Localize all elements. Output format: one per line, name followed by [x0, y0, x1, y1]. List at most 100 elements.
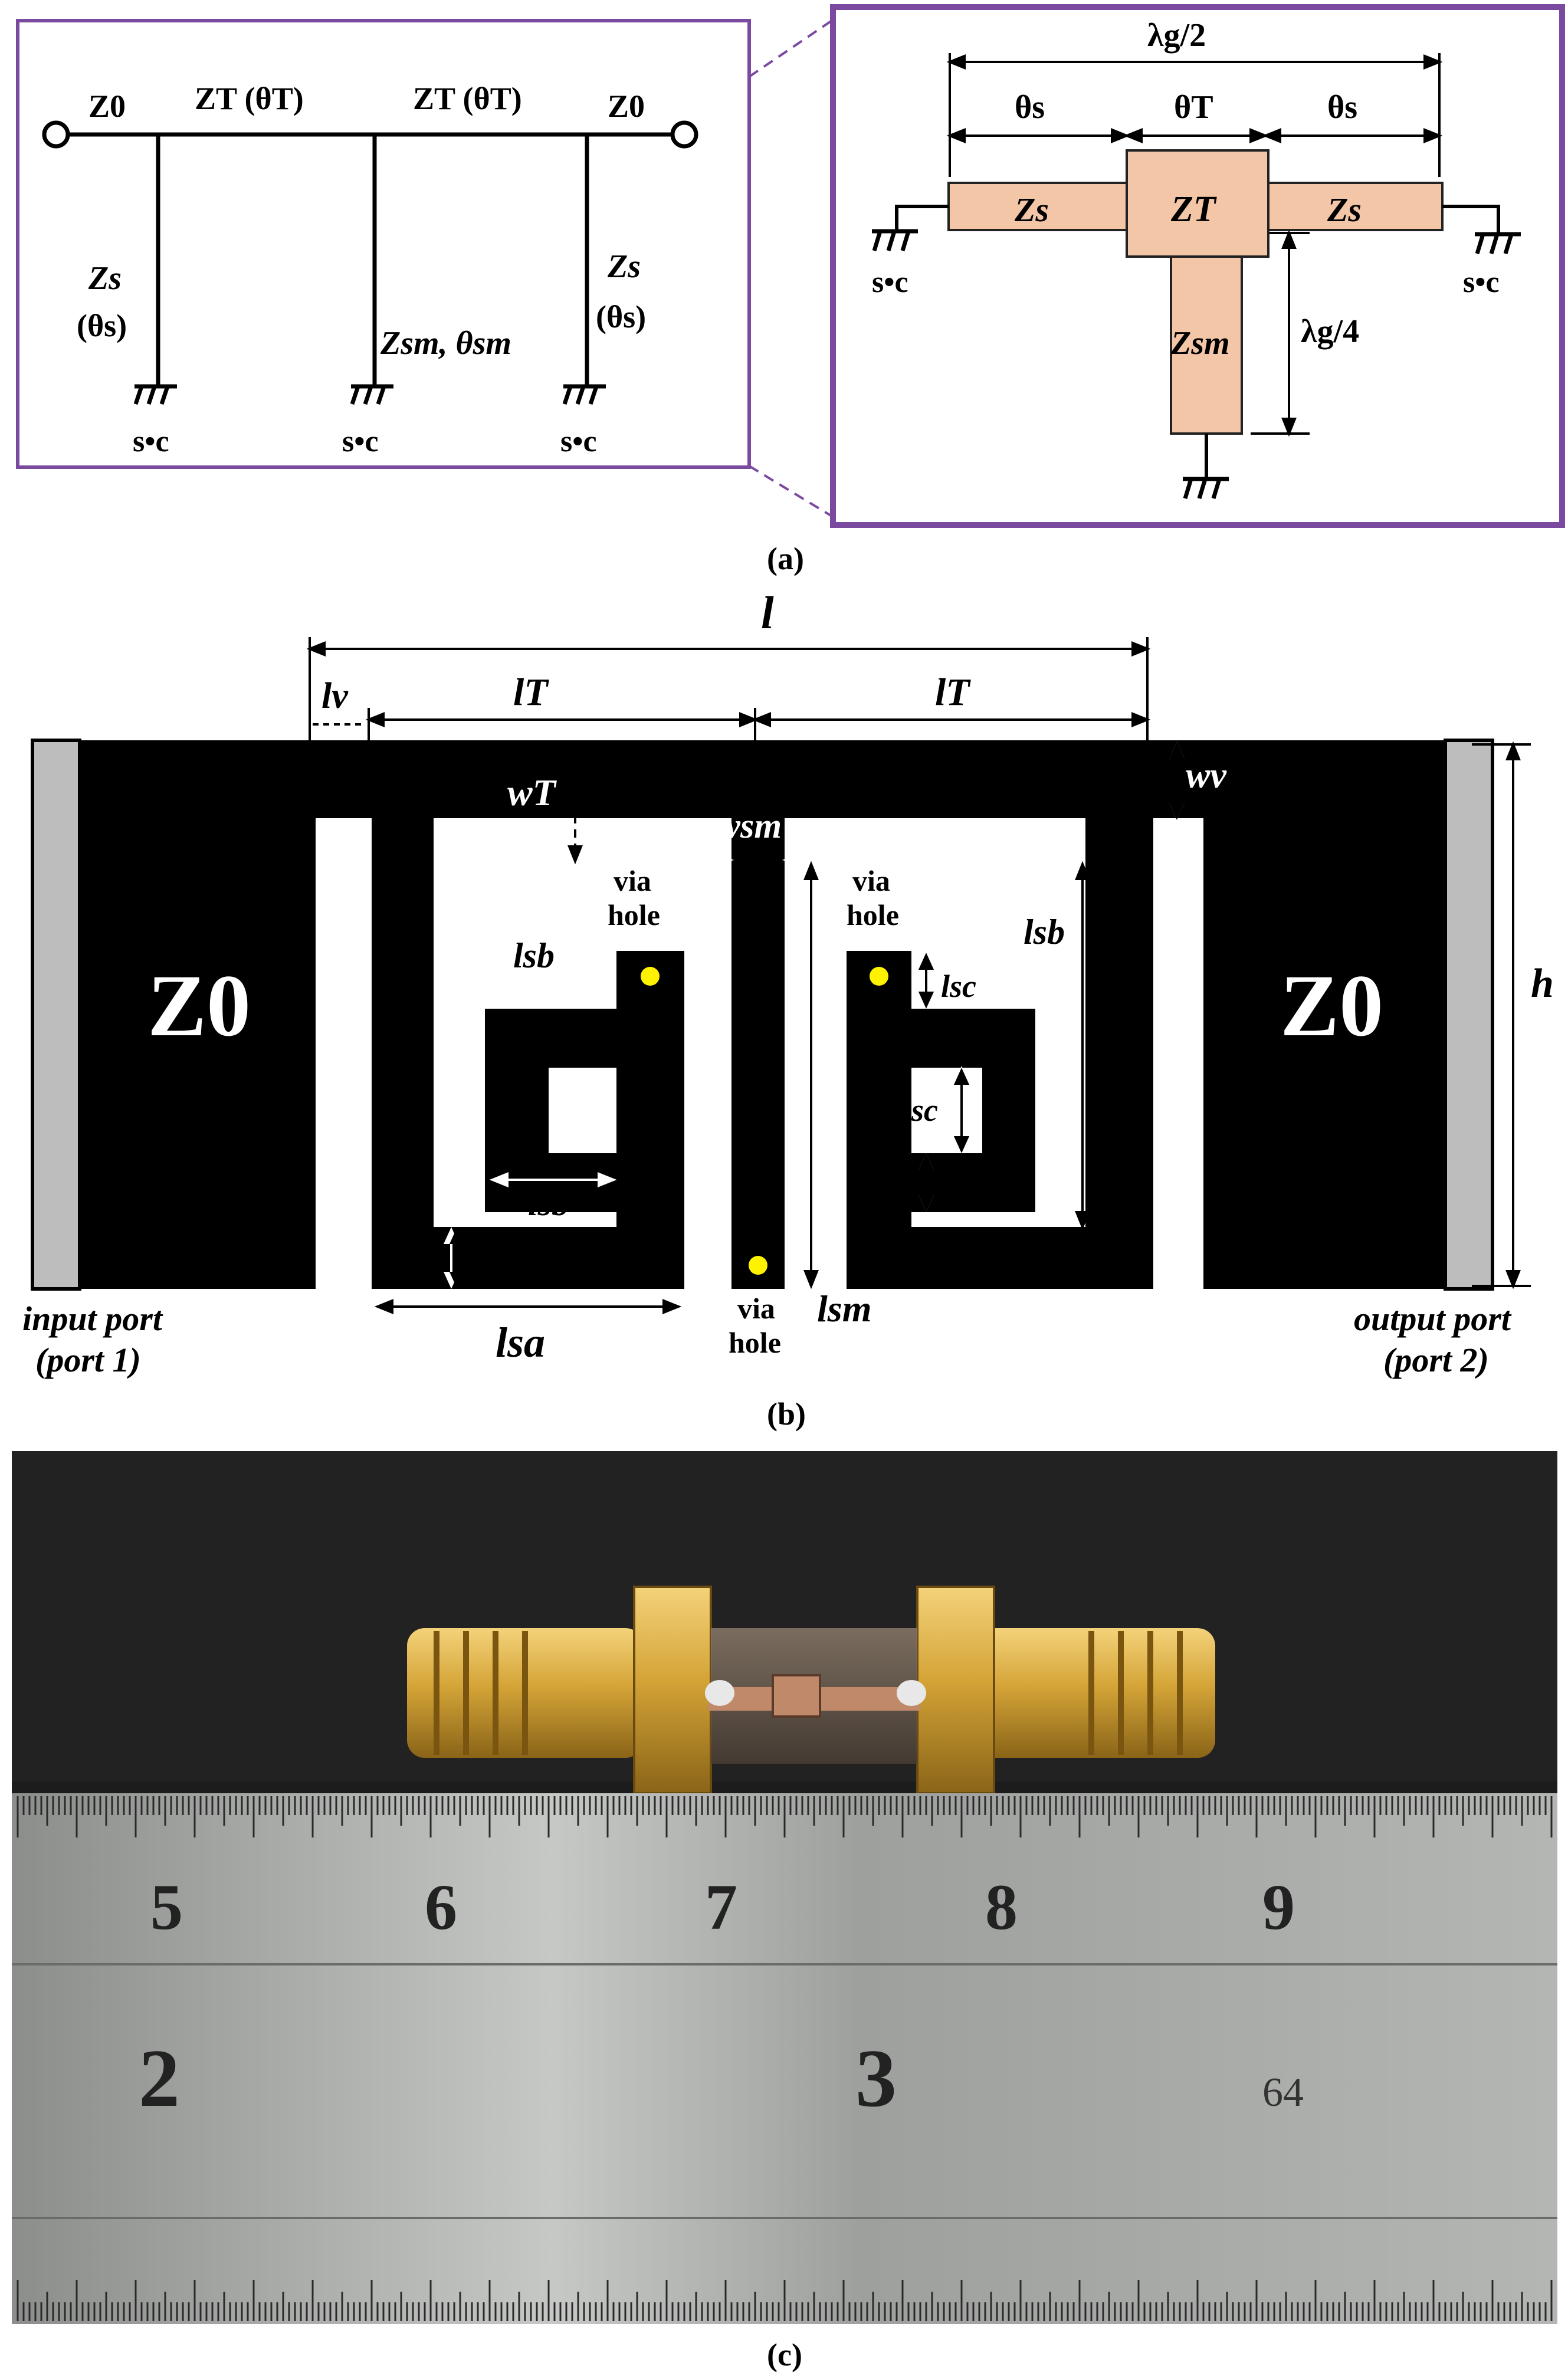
output-port-label-2: (port 2) [1383, 1341, 1489, 1379]
ground-label-2: s•c [342, 425, 379, 458]
ruler-number-9: 9 [1262, 1871, 1295, 1943]
via-right [870, 967, 888, 986]
block-zt-label: ZT [1170, 189, 1217, 229]
output-port-strip [1444, 739, 1494, 1291]
via-left-label-2: hole [608, 898, 660, 931]
z0-right-label: Z0 [1280, 957, 1383, 1055]
ground-symbol-layout-right [1475, 232, 1521, 255]
ground-symbol-layout-left [872, 229, 918, 252]
dim-arrows-b-dashed [313, 723, 583, 865]
ruler-number-3: 3 [855, 2033, 897, 2124]
steel-ruler [12, 1793, 1557, 2324]
ruler-number-6: 6 [425, 1871, 457, 1943]
dim-wsm-label: wsm [717, 806, 782, 845]
dim-arrows-b-white [489, 972, 617, 1187]
dim-lsb-top-label: lsb [513, 936, 555, 975]
dim-lsm-label: lsm [817, 1288, 871, 1330]
dim-arrows-a [946, 53, 1443, 437]
output-port-label-1: output port [1354, 1300, 1512, 1338]
dim-theta-s-right: θs [1327, 89, 1357, 126]
dim-lambda-quarter: λg/4 [1301, 313, 1359, 350]
resonator-right [847, 951, 1035, 1227]
stub-right-angle: (θs) [596, 299, 646, 334]
dim-theta-s-left: θs [1015, 89, 1045, 126]
ground-label-3: s•c [560, 425, 597, 458]
dim-ws-label: ws [475, 1234, 512, 1273]
layout-frame [830, 4, 1565, 528]
ground-label-1: s•c [133, 425, 169, 458]
dim-lv-label: lv [322, 676, 349, 716]
resonator-right-top-cut [911, 951, 1085, 1009]
opening-mid-right [785, 818, 847, 1289]
stub-mid-label: Zsm, θsm [380, 325, 511, 362]
opening-mid-left [684, 818, 731, 1289]
ruler-number-2: 2 [139, 2033, 180, 2124]
block-zs-left-label: Zs [1014, 191, 1049, 229]
dim-arrows-lsc [449, 741, 1185, 1289]
port-right-circle [670, 120, 698, 149]
resonator-right-bottom-gap [911, 1212, 1085, 1227]
ground-label-layout-right: s•c [1463, 265, 1500, 299]
dim-lambda-half: λg/2 [1147, 17, 1206, 54]
ruler-ticks [17, 1796, 1553, 2321]
dim-lsc-label-3: lsc [941, 1172, 976, 1207]
block-zsm [1170, 255, 1243, 435]
input-port-label-2: (port 1) [35, 1341, 141, 1379]
series-right-label: ZT (θT) [413, 81, 522, 116]
via-bottom-label-2: hole [729, 1326, 781, 1359]
sma-connector-left [407, 1586, 712, 1794]
ground-symbol-3 [562, 384, 606, 405]
dim-lsc-label-1: lsc [941, 969, 976, 1004]
port-left-circle [42, 120, 70, 149]
caption-c: (c) [767, 2337, 802, 2373]
series-left-label: ZT (θT) [195, 81, 304, 116]
dim-wt-label: wT [507, 772, 557, 813]
block-zs-right-label: Zs [1327, 191, 1362, 229]
panel-a: Z0 ZT (θT) ZT (θT) Z0 Zs (θs) Zsm, θsm Z… [16, 4, 1565, 576]
stub-right-impedance: Zs [607, 248, 641, 285]
ruler-number-8: 8 [985, 1871, 1018, 1943]
ruler-stamp: 64 [1262, 2070, 1304, 2115]
dim-lsc-label-2: lsc [903, 1092, 938, 1128]
caption-a: (a) [767, 541, 804, 576]
dim-lsb-bottom-label: lsb [528, 1184, 569, 1223]
via-right-label-1: via [852, 864, 890, 897]
input-port-strip [31, 739, 81, 1291]
z0-left-label: Z0 [147, 957, 251, 1055]
ruler-number-7: 7 [705, 1871, 737, 1943]
block-zsm-label: Zsm [1170, 325, 1230, 362]
dim-wv-label: wv [1186, 756, 1227, 796]
panel-c: 5 6 7 8 9 2 3 64 (c) [12, 1451, 1557, 2373]
filter-board [705, 1628, 926, 1764]
ruler-number-5: 5 [150, 1871, 183, 1943]
dim-lt-right-label: lT [935, 671, 971, 714]
caption-b: (b) [767, 1396, 806, 1432]
port-right-label: Z0 [608, 88, 645, 124]
dim-theta-t: θT [1174, 89, 1213, 126]
via-right-label-2: hole [847, 898, 899, 931]
dim-lsb-right-label: lsb [1024, 913, 1065, 951]
stub-left-angle: (θs) [77, 308, 127, 343]
sma-connector-right [916, 1586, 1215, 1794]
schematic-frame [16, 19, 751, 469]
dim-arrows-b [306, 637, 1531, 1314]
dim-l-label: l [761, 587, 774, 638]
dim-h-label: h [1531, 961, 1554, 1006]
via-bottom-label-1: via [737, 1292, 775, 1325]
ground-symbol-1 [133, 384, 177, 405]
input-port-label-1: input port [22, 1300, 163, 1338]
ground-label-layout-left: s•c [872, 265, 908, 299]
dim-lt-left-label: lT [513, 671, 549, 714]
resonator-left-white-center [549, 1068, 616, 1153]
port-left-label: Z0 [88, 88, 126, 124]
dim-lsa-label: lsa [496, 1319, 545, 1366]
zoom-dash-bottom [748, 465, 833, 517]
ground-symbol-layout-stub [1183, 477, 1229, 500]
via-bottom [749, 1256, 767, 1275]
opening-left-gap [316, 818, 372, 1289]
zoom-dash-top [748, 19, 833, 78]
ground-symbol-2 [350, 384, 393, 405]
resonator-left-bottom-gap [434, 1212, 616, 1227]
stub-left-impedance: Zs [88, 260, 122, 297]
opening-right-gap [1153, 818, 1203, 1289]
